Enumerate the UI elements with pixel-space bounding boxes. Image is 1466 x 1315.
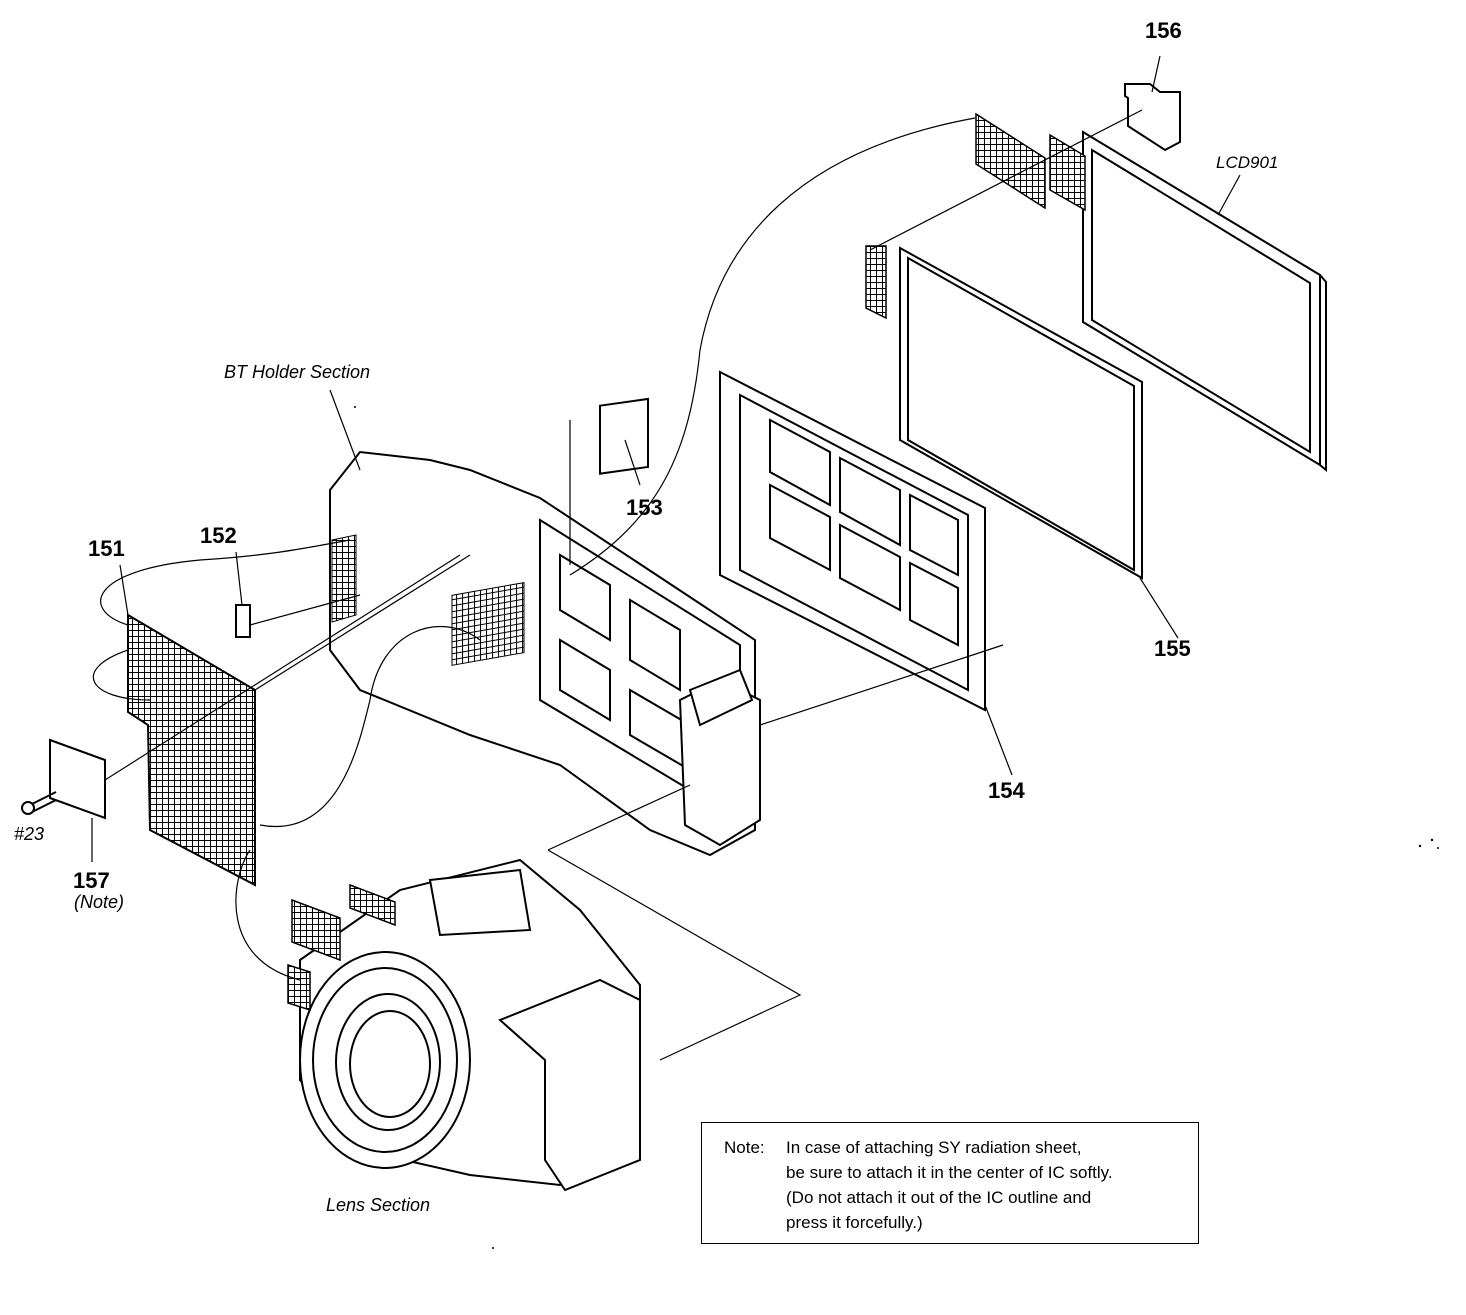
label-screw-23: #23 (14, 824, 44, 844)
part-154-frame (719, 370, 986, 712)
label-lcd901: LCD901 (1216, 153, 1278, 172)
note-box: Note: In case of attaching SY radiation … (701, 1122, 1199, 1244)
main-chassis (329, 450, 761, 857)
radiation-mesh-strips (865, 112, 1086, 320)
note-line: (Do not attach it out of the IC outline … (786, 1188, 1092, 1207)
label-156: 156 (1145, 18, 1182, 43)
label-157: 157 (73, 868, 110, 893)
label-152: 152 (200, 523, 237, 548)
flex-cable-mesh (451, 582, 525, 666)
lens-mesh-strips (287, 883, 396, 1012)
screw-23 (21, 791, 57, 815)
note-heading: Note: (724, 1138, 765, 1157)
part-153-sheet (599, 397, 649, 475)
part-157-plate (49, 738, 106, 820)
label-154: 154 (988, 778, 1025, 803)
part-152-block (235, 604, 251, 638)
label-bt-holder-section: BT Holder Section (224, 362, 370, 382)
label-151: 151 (88, 536, 125, 561)
label-157-note: (Note) (74, 892, 124, 912)
lens-section (299, 858, 641, 1192)
part-151-mesh-sheet (127, 613, 256, 887)
note-line: press it forcefully.) (786, 1213, 923, 1232)
scan-specks (354, 406, 1439, 1249)
note-line: be sure to attach it in the center of IC… (786, 1163, 1113, 1182)
note-line: In case of attaching SY radiation sheet, (786, 1138, 1082, 1157)
chassis-side-mesh (331, 534, 357, 623)
leader-lines (91, 55, 1241, 1061)
label-155: 155 (1154, 636, 1191, 661)
note-text: In case of attaching SY radiation sheet,… (786, 1135, 1113, 1235)
part-155-panel (899, 246, 1143, 580)
part-156-bracket (1124, 83, 1181, 152)
label-153: 153 (626, 495, 663, 520)
lcd901-panel (1082, 130, 1327, 473)
label-lens-section: Lens Section (326, 1195, 430, 1215)
